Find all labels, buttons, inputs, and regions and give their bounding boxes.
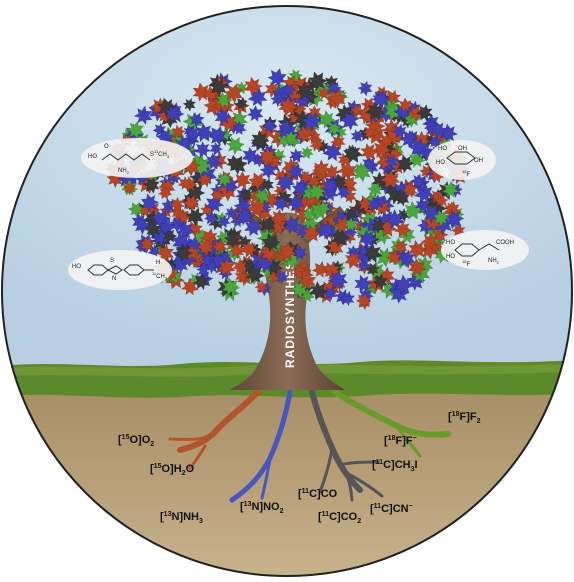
- svg-text:O: O: [104, 144, 109, 150]
- molecule-pib: HO S N H 11CH3: [68, 250, 172, 290]
- molecule-fdg: HO HO OH OH 18F: [428, 140, 496, 180]
- svg-text:HO: HO: [436, 160, 445, 166]
- svg-text:H: H: [156, 260, 160, 266]
- svg-text:OH: OH: [458, 146, 467, 152]
- svg-text:N: N: [112, 276, 116, 282]
- svg-text:S: S: [110, 258, 114, 264]
- svg-text:OH: OH: [474, 158, 483, 164]
- svg-text:NH2: NH2: [488, 258, 500, 265]
- svg-text:HO: HO: [446, 254, 455, 260]
- svg-text:HO: HO: [72, 264, 81, 270]
- svg-text:HO: HO: [446, 240, 455, 246]
- trunk-label: RADIOSYNTHESIS: [283, 247, 297, 368]
- svg-text:NH2: NH2: [118, 168, 130, 175]
- molecule-methionine: HO O NH2 S11CH3: [81, 138, 193, 178]
- svg-text:HO: HO: [438, 146, 447, 152]
- svg-text:COOH: COOH: [496, 240, 514, 246]
- molecule-fdopa: HO HO COOH NH2 18F: [441, 230, 529, 270]
- svg-text:HO: HO: [88, 154, 97, 160]
